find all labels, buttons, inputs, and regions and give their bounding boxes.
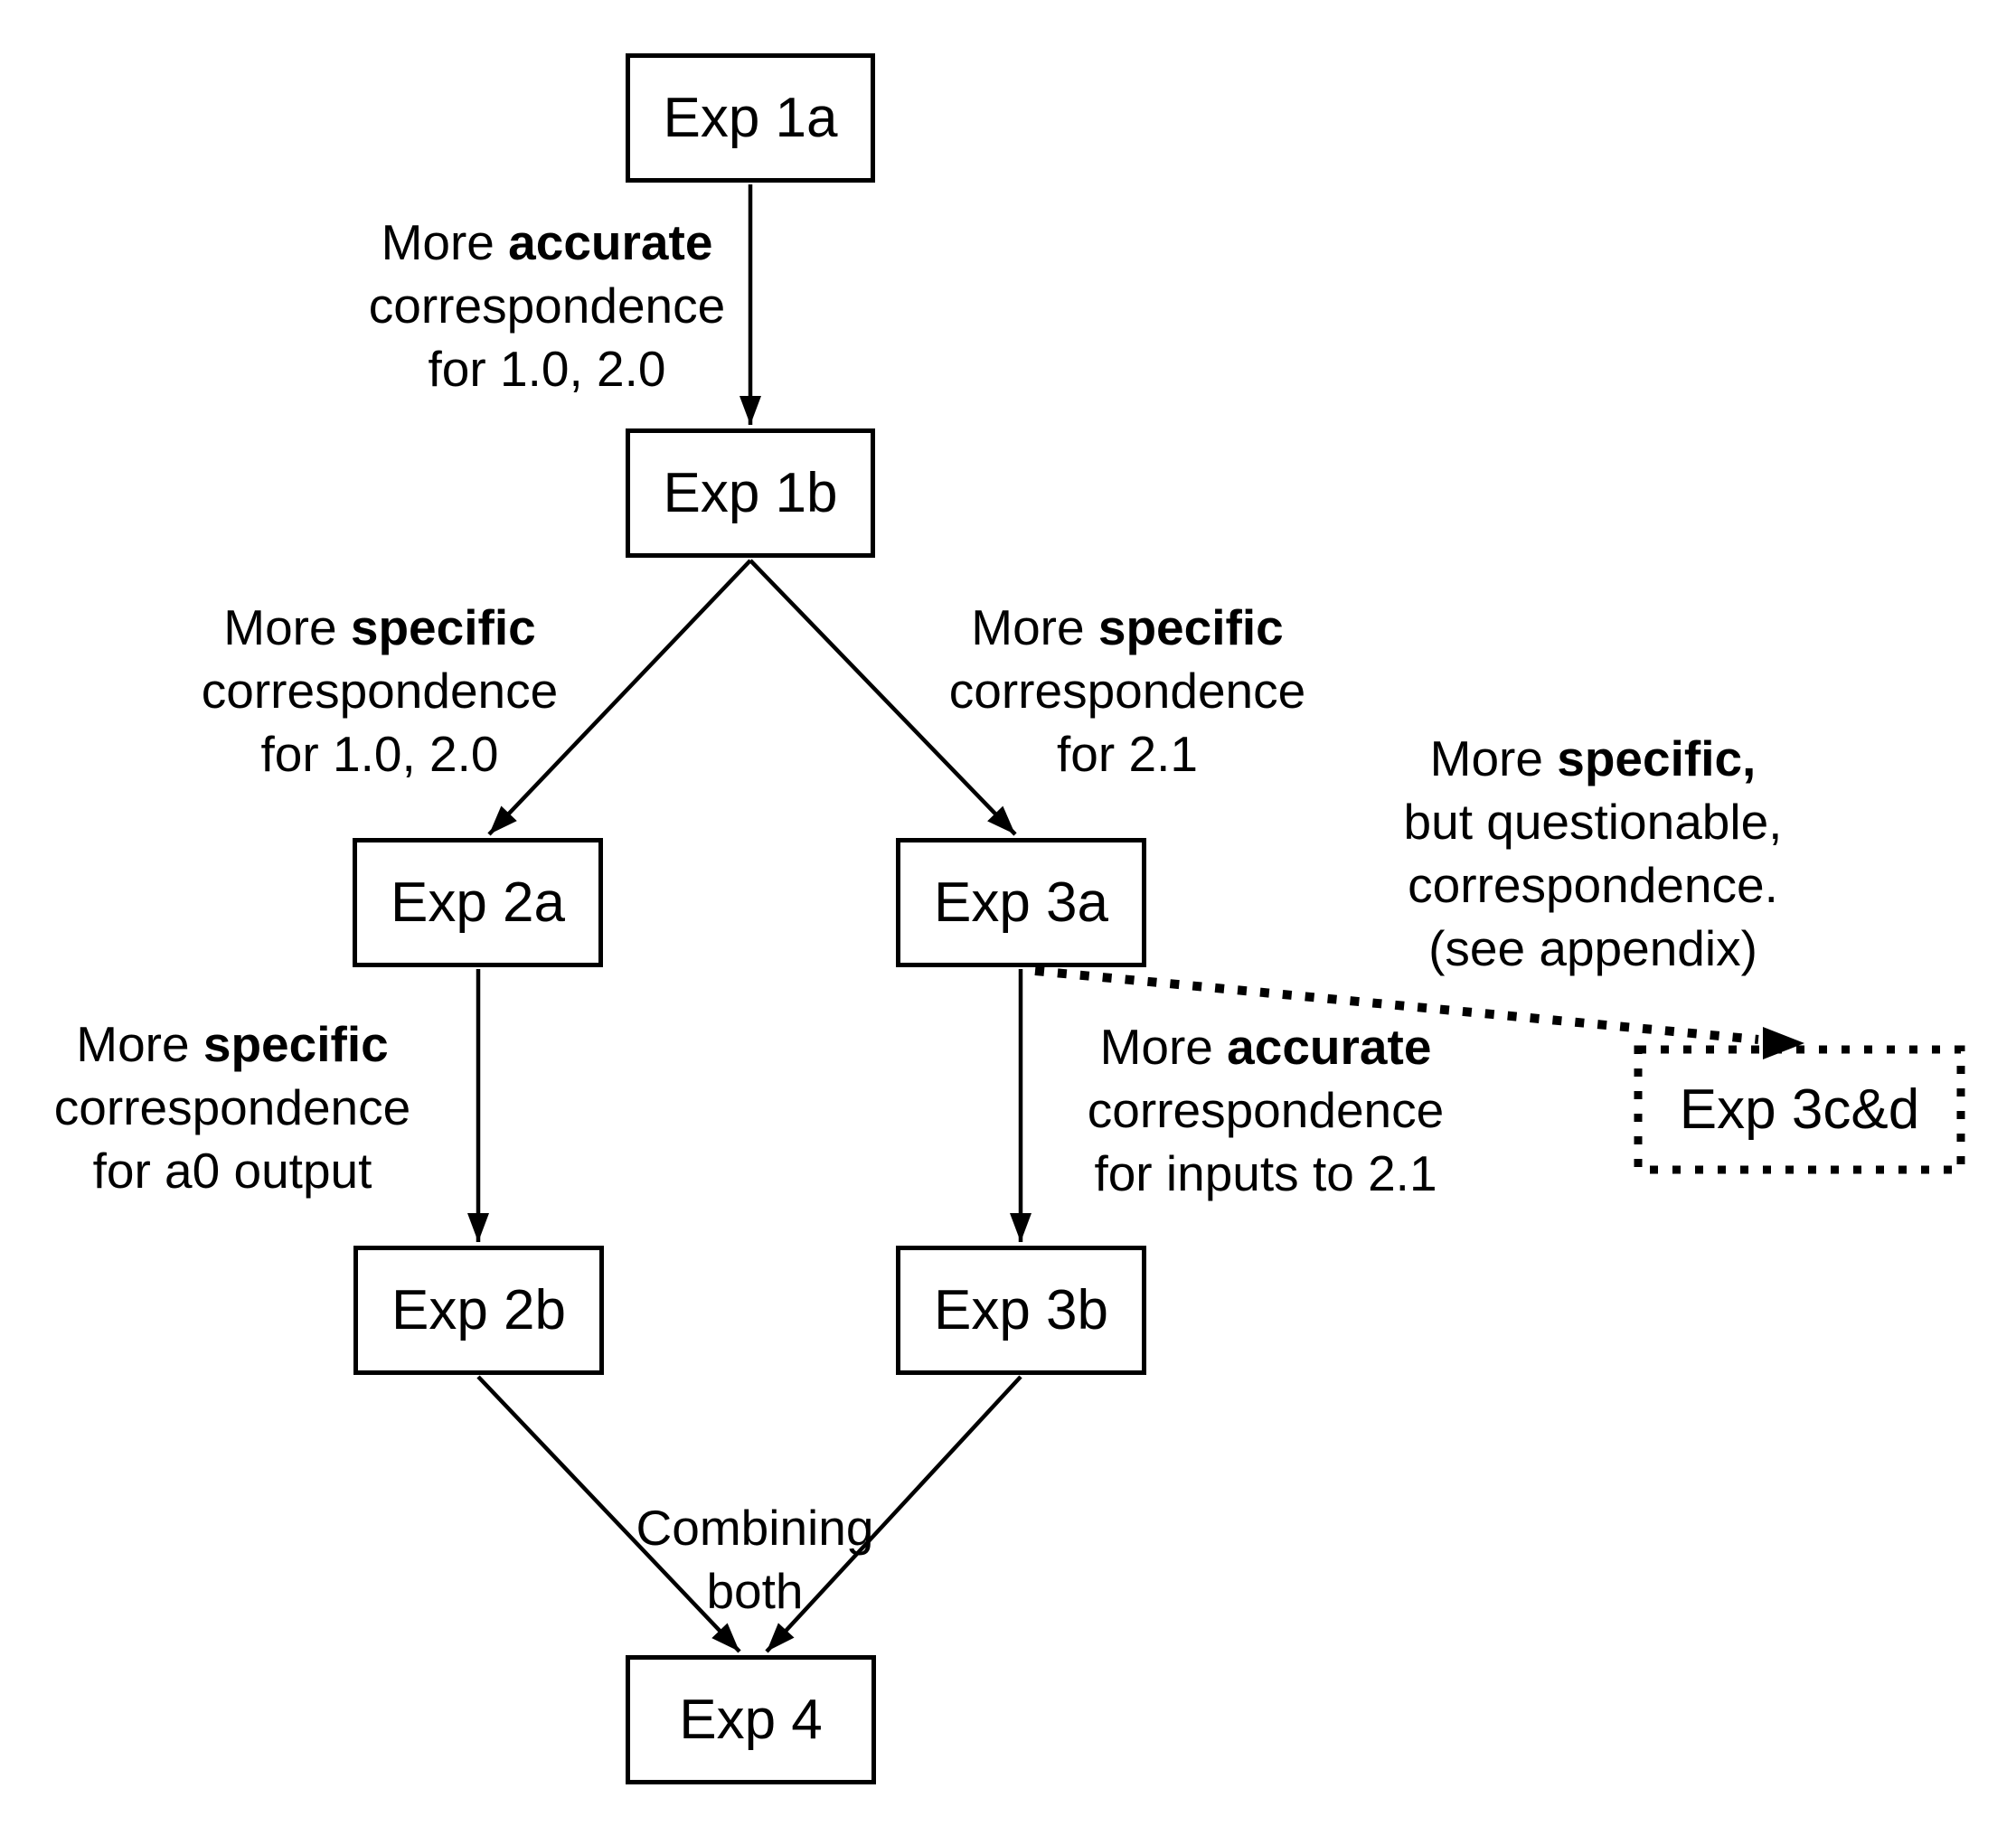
dotted-arrow-exp3a-exp3cd	[1034, 966, 1759, 1044]
edge-label-line: More specific,	[1429, 730, 1757, 786]
edge-label-line: for 1.0, 2.0	[260, 726, 499, 782]
edge-label-line: More accurate	[381, 214, 713, 270]
edge-label-accurate-1a-1b: More accurate correspondence for 1.0, 2.…	[321, 211, 773, 400]
edge-label-line: Combining	[636, 1500, 874, 1556]
arrow-exp1b-exp2a	[487, 559, 752, 836]
arrow-exp2b-exp4	[476, 1375, 741, 1653]
node-exp1a: Exp 1a	[626, 53, 875, 183]
edge-label-line: for 1.0, 2.0	[428, 341, 666, 397]
edge-label-specific-1b-2a: More specific correspondence for 1.0, 2.…	[154, 596, 606, 786]
edge-label-line: More specific	[223, 599, 536, 655]
edge-label-line: correspondence	[948, 663, 1306, 719]
node-exp1b: Exp 1b	[626, 428, 875, 558]
node-exp2a: Exp 2a	[353, 838, 603, 967]
edge-label-line: correspondence	[53, 1079, 411, 1135]
edge-label-line: for 2.1	[1057, 726, 1198, 782]
edge-label-specific-2a-2b: More specific correspondence for a0 outp…	[6, 1012, 458, 1202]
edge-label-line: both	[706, 1563, 804, 1619]
node-exp3cd: Exp 3c&d	[1679, 1078, 1920, 1141]
edge-label-line: correspondence	[368, 278, 726, 334]
edge-label-specific-1b-3a: More specific correspondence for 2.1	[901, 596, 1353, 786]
arrow-exp1b-exp3a	[749, 559, 1017, 836]
dotted-arrowhead-icon	[1763, 1027, 1804, 1059]
edge-label-combining-both: Combining both	[529, 1496, 981, 1623]
edge-label-line: More specific	[971, 599, 1284, 655]
node-exp2b: Exp 2b	[353, 1246, 604, 1375]
dotted-box-border-exp3cd	[1634, 1045, 1965, 1174]
node-exp4: Exp 4	[626, 1655, 876, 1784]
edge-label-line: for inputs to 2.1	[1094, 1145, 1437, 1201]
node-exp3a: Exp 3a	[896, 838, 1146, 967]
edge-label-line: correspondence	[1087, 1082, 1445, 1138]
arrow-exp3b-exp4	[765, 1375, 1022, 1653]
edge-label-line: (see appendix)	[1428, 920, 1757, 976]
edge-label-specific-3a-3cd: More specific, but questionable, corresp…	[1367, 727, 1819, 980]
edge-label-line: More specific	[76, 1016, 389, 1072]
edge-label-line: correspondence.	[1408, 857, 1778, 913]
edge-label-line: correspondence	[201, 663, 559, 719]
edge-label-line: for a0 output	[92, 1143, 372, 1199]
node-exp3b: Exp 3b	[896, 1246, 1146, 1375]
edge-label-accurate-3a-3b: More accurate correspondence for inputs …	[1040, 1015, 1492, 1205]
edge-label-line: but questionable,	[1403, 794, 1783, 850]
edge-label-line: More accurate	[1099, 1019, 1432, 1075]
